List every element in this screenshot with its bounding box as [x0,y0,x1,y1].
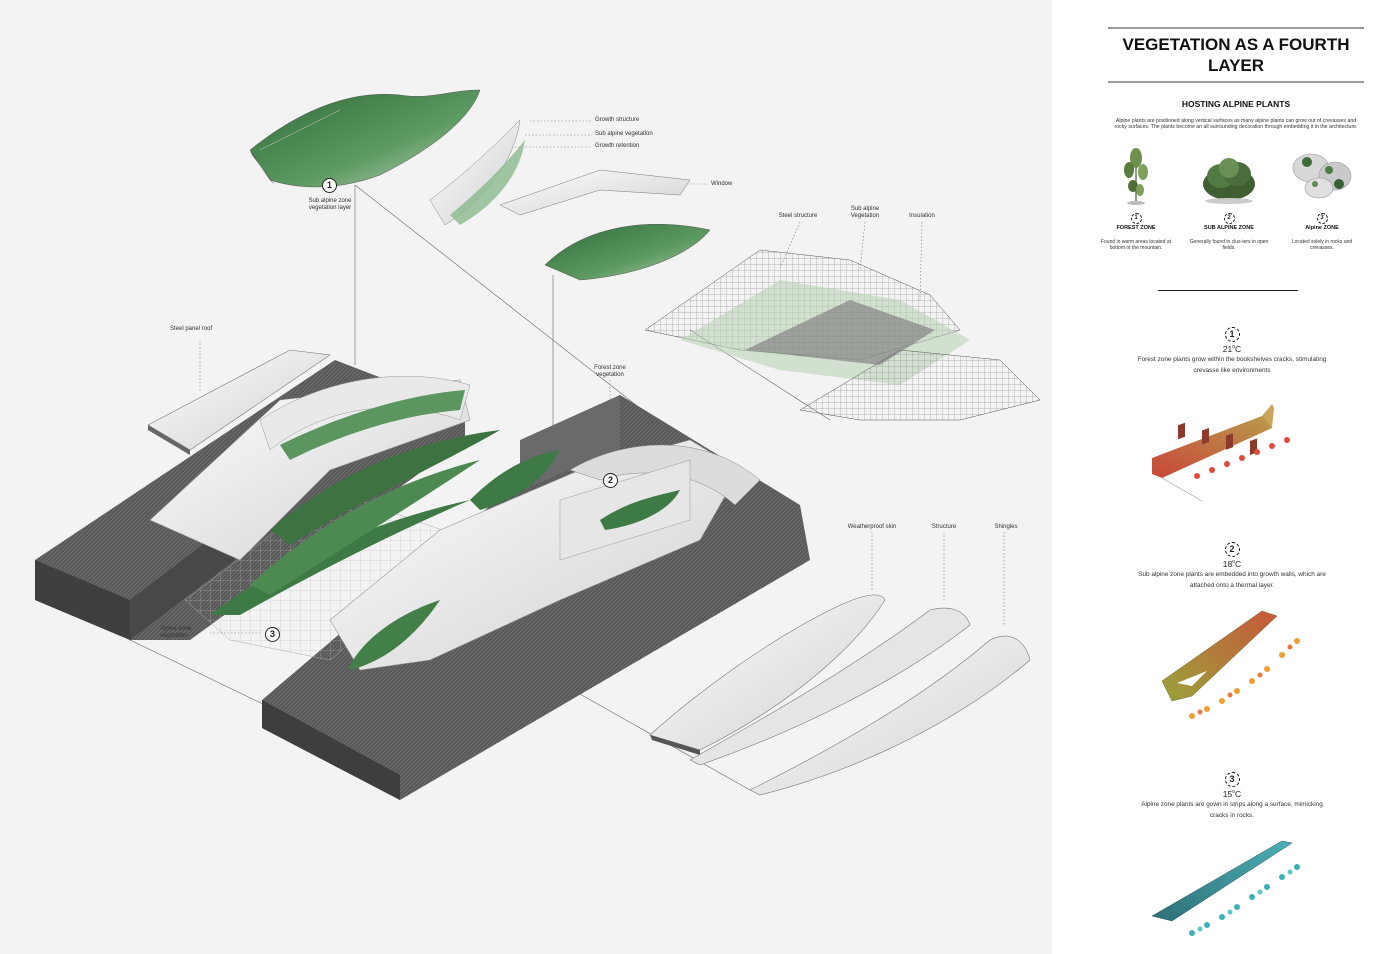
label-insulation: Insulation [909,213,935,219]
callout-3: 3 [265,627,280,642]
forest-plant-icon [1124,148,1148,205]
zone-description: Found in warm areas located at bottom of… [1100,239,1172,252]
label-sub-alpine-vegetation-2: Sub alpine Vegetation [850,206,880,219]
label-alpine-zone-vegetation: Alpine zone vegetation [160,626,192,639]
exploded-axonometric-diagram: 1 2 3 Growth structure Sub alpine vegeta… [35,89,1041,800]
bookshelf-diagram [1152,403,1290,502]
step-description: Forest zone plants grow within the books… [1137,355,1327,374]
callout-2: 1 [322,178,337,193]
step-alpine: 3 15oC Alpine zone plants are gown in st… [1132,769,1332,951]
panel-intro: Alpine plants are positioned along verti… [1114,118,1358,131]
zone-name: Alpine ZONE [1305,225,1339,231]
alpine-strip-diagram [1151,840,1300,936]
step-temperature: 15oC [1222,788,1242,799]
zone-number: 2 [1223,213,1235,224]
zone-name: SUB ALPINE ZONE [1204,225,1254,231]
label-sub-alpine-layer: Sub alpine zone vegetation layer [308,198,352,211]
zone-alpine: 3 Alpine ZONE Located solely in rocks an… [1282,140,1362,251]
zone-description: Generally found in clus-ters in open fie… [1189,239,1269,252]
zone-forest: 1 FOREST ZONE Found in warm areas locate… [1096,140,1176,251]
label-weatherproof-skin: Weatherproof skin [847,524,897,530]
label-shingles: Shingles [994,524,1018,530]
label-growth-retention: Growth retention [595,143,640,149]
step-description: Alpine zone plants are gown in strips al… [1141,800,1323,819]
step-number: 2 [1224,542,1240,557]
title-rule-bottom [1108,81,1364,83]
panel-title: VEGETATION AS A FOURTH LAYER [1122,35,1350,75]
step-temperature: 18oC [1222,558,1242,569]
step-sub-alpine: 2 18oC Sub alpine zone plants are embedd… [1132,539,1332,741]
label-forest-zone-vegetation: Forest zone vegetation [594,365,626,378]
step-temperature: 21oC [1222,343,1242,354]
diagram-drawing [35,89,1041,800]
callout-1: 2 [603,473,618,488]
label-steel-panel-roof: Steel panel roof [169,326,213,332]
panel-subheading: HOSTING ALPINE PLANTS [1181,99,1291,109]
zone-description: Located solely in rocks and crevasses. [1291,239,1353,252]
title-rule-top [1108,27,1364,29]
step-description: Sub alpine zone plants are embedded into… [1138,570,1326,589]
zone-number: 3 [1316,213,1328,224]
label-growth-structure: Growth structure [595,117,640,123]
section-divider [1158,290,1298,291]
alpine-rock-icon [1292,153,1352,199]
label-structure: Structure [931,524,957,530]
step-forest: 1 21oC Forest zone plants grow within th… [1132,324,1332,506]
step-number: 3 [1224,772,1240,787]
zone-sub-alpine: 2 SUB ALPINE ZONE Generally found in clu… [1189,140,1269,251]
zone-name: FOREST ZONE [1116,225,1156,231]
info-panel: VEGETATION AS A FOURTH LAYER HOSTING ALP… [1052,0,1400,954]
growth-wall-diagram [1161,610,1300,719]
label-sub-alpine-vegetation: Sub alpine vegetation [595,131,653,137]
step-number: 1 [1224,327,1240,342]
zone-number: 1 [1130,213,1142,224]
sub-alpine-shrub-icon [1203,158,1255,204]
label-window: Window [711,181,733,187]
label-steel-structure: Steel structure [778,213,818,219]
